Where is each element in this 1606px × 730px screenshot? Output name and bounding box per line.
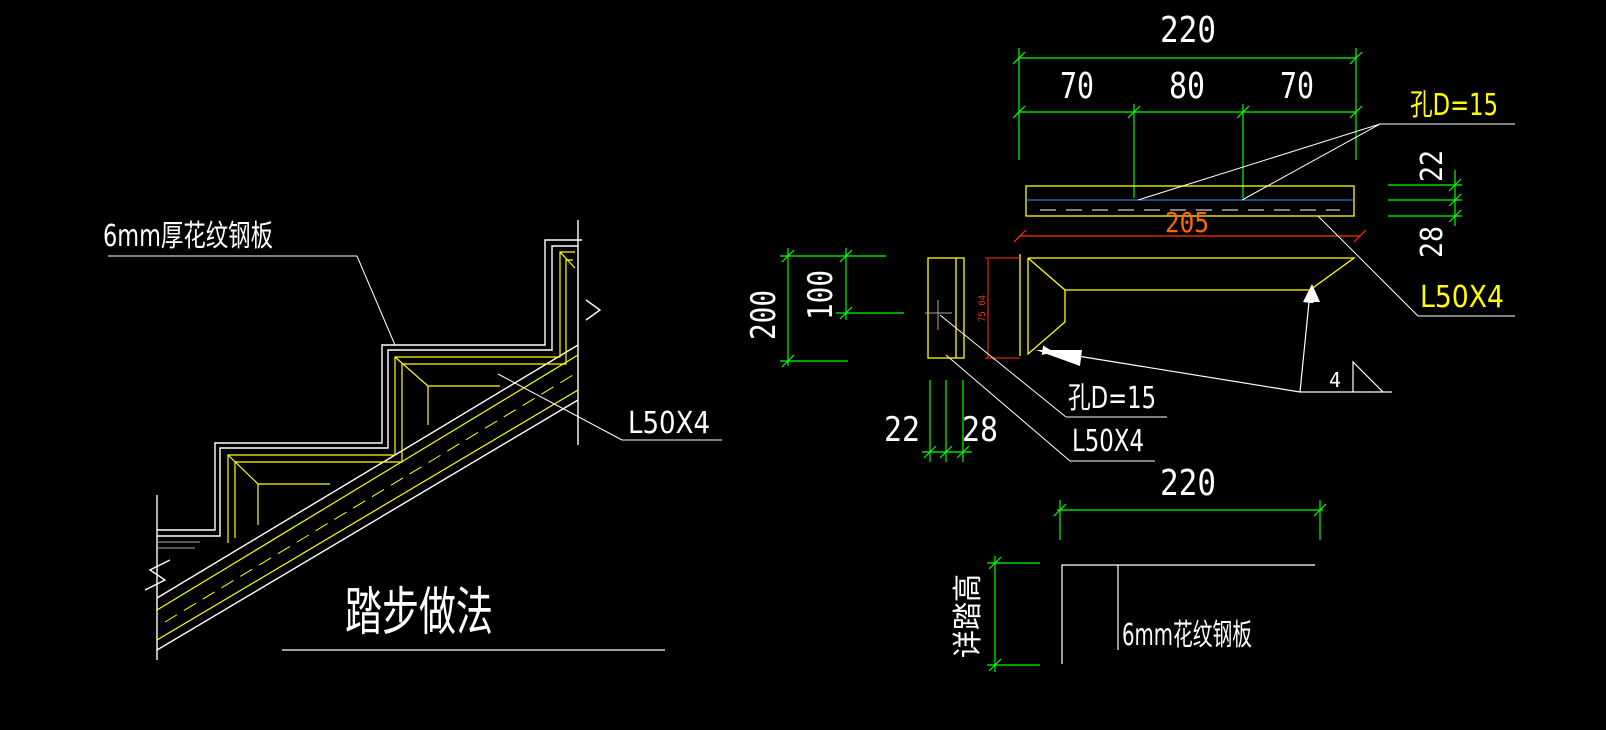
- dim-mid-80: 80: [1169, 66, 1205, 107]
- weld-arrow-left: [1036, 350, 1082, 366]
- angle-profile: [1019, 254, 1356, 356]
- dim-28-right: 28: [1415, 226, 1450, 258]
- plate-note-label: 6mm厚花纹钢板: [103, 219, 273, 254]
- angle-brackets: [156, 251, 579, 641]
- dim-inner-205: 205: [1165, 206, 1209, 239]
- section-dimensions: [1012, 48, 1462, 226]
- dim-28-bottom: 28: [962, 410, 998, 450]
- dim-22-right: 22: [1415, 150, 1450, 182]
- angle-note-label-right: L50X4: [1420, 280, 1504, 315]
- tread-plate-section: [1025, 185, 1355, 217]
- plate-outline: [1061, 564, 1315, 664]
- side-dimensions: [780, 248, 972, 462]
- dim-22-bottom: 22: [884, 410, 920, 450]
- hole-centerline: [925, 300, 952, 330]
- angle-note-leader-right: [1317, 215, 1515, 317]
- angle-note-leader: [497, 373, 722, 441]
- side-hole-note: 孔D=15: [1068, 381, 1156, 416]
- hole-note-leaders: [1137, 123, 1515, 201]
- weld-symbol: [1041, 290, 1392, 393]
- dim-left-70: 70: [1060, 66, 1094, 107]
- angle-note-label: L50X4: [628, 406, 710, 441]
- dim-205-line: [1013, 229, 1367, 243]
- plate-height-label: 详踏高: [951, 574, 986, 658]
- dim-200: 200: [744, 290, 784, 340]
- side-angle-note: L50X4: [1072, 424, 1144, 459]
- dim-100: 100: [801, 270, 841, 320]
- checkered-plate-outline: [144, 220, 602, 660]
- stair-step-detail: 6mm厚花纹钢板 L50X4 踏步做法: [103, 219, 722, 660]
- weld-size-label: 4: [1329, 368, 1341, 392]
- dim-overall-220: 220: [1160, 10, 1216, 51]
- detail-title: 踏步做法: [345, 583, 493, 643]
- plate-dim-220: 220: [1160, 463, 1216, 504]
- plate-dimensions: [987, 500, 1327, 672]
- side-leaders: [939, 314, 1167, 462]
- side-bracket: [927, 257, 965, 359]
- hole-note-label: 孔D=15: [1410, 88, 1498, 123]
- dim-right-70: 70: [1280, 66, 1314, 107]
- plate-detail: 220 详踏高 6mm花纹钢板: [951, 463, 1327, 672]
- section-view: 220 70 80 70 22 28 205 75: [978, 10, 1515, 393]
- angle-small-dim-text: 75 04: [978, 295, 988, 322]
- plate-note-leader: [108, 255, 396, 346]
- plate-detail-note: 6mm花纹钢板: [1122, 618, 1252, 653]
- side-view: 200 100 22 28 孔D=15 L50X4: [744, 248, 1167, 462]
- angle-red-dim: [985, 257, 1020, 359]
- weld-arrow-up: [1303, 284, 1320, 302]
